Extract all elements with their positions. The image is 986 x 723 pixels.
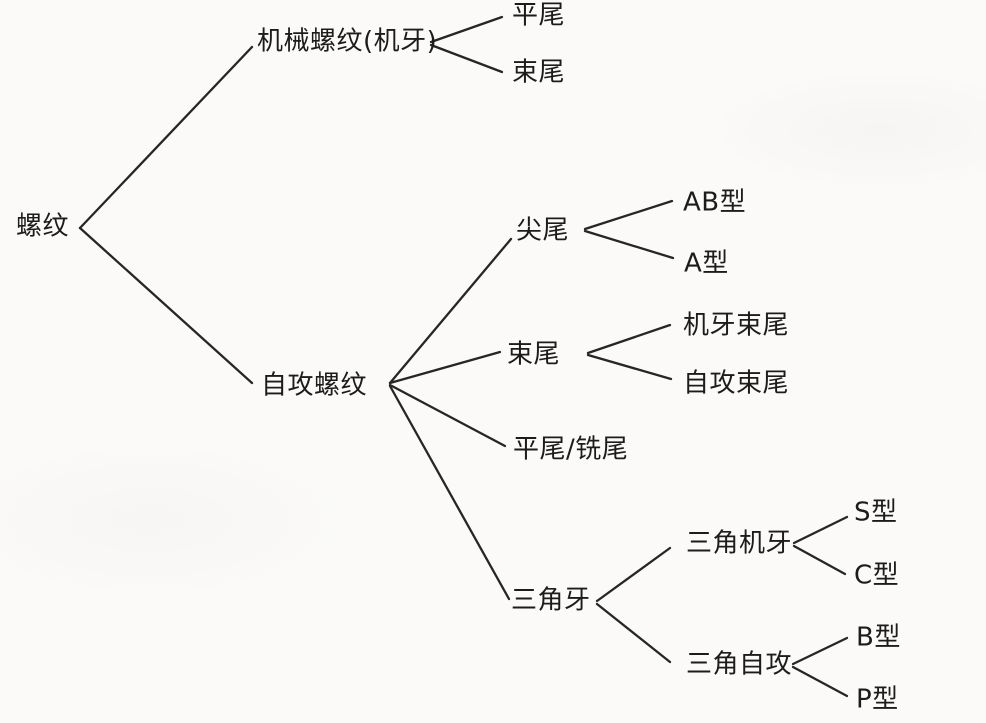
node-selftap-bundle: 自攻束尾 [683, 368, 790, 399]
node-type-p: P型 [856, 684, 899, 715]
edge-root-self-tapping [78, 226, 254, 385]
node-triangle-machine: 三角机牙 [686, 528, 793, 559]
edge-triangle-selftap [595, 602, 672, 664]
node-self-tapping: 自攻螺纹 [261, 370, 368, 401]
node-type-ab: AB型 [683, 187, 747, 218]
node-machine-flat-tail: 平尾 [512, 0, 566, 31]
node-type-c: C型 [854, 560, 900, 591]
edge-bundle-machine-bundle [586, 323, 672, 355]
edge-root-machine-thread [78, 45, 254, 230]
node-type-b: B型 [856, 622, 901, 653]
edge-selftap-bundle-tail [388, 350, 502, 385]
node-type-a: A型 [684, 248, 729, 279]
edge-selftap-triangle [388, 384, 511, 601]
node-machine-bundle-tail: 束尾 [512, 57, 566, 88]
node-triangle-selftap: 三角自攻 [686, 649, 793, 680]
edge-trimachine-c [792, 544, 847, 576]
edge-sharp-a [583, 229, 675, 260]
edge-triselftap-p [791, 665, 849, 698]
node-selftap-bundle-tail: 束尾 [507, 339, 561, 370]
edge-selftap-flat-milled [388, 383, 507, 448]
edge-machine-flat-tail [429, 15, 504, 44]
node-machine-thread: 机械螺纹(机牙) [257, 26, 438, 57]
edge-trimachine-s [792, 515, 849, 545]
edge-bundle-selftap-bundle [586, 353, 673, 381]
node-type-s: S型 [854, 497, 898, 528]
node-machine-thread-bundle: 机牙束尾 [683, 310, 790, 341]
node-triangle-thread: 三角牙 [511, 585, 591, 616]
node-flat-or-milled-tail: 平尾/铣尾 [513, 434, 629, 465]
node-root: 螺纹 [16, 211, 70, 242]
edge-machine-bundle-tail [429, 43, 504, 74]
edge-triselftap-b [791, 636, 849, 666]
node-sharp-tail: 尖尾 [516, 215, 570, 246]
edge-triangle-machine [595, 546, 672, 603]
edge-selftap-sharp-tail [388, 237, 513, 385]
edge-sharp-ab [583, 199, 674, 231]
